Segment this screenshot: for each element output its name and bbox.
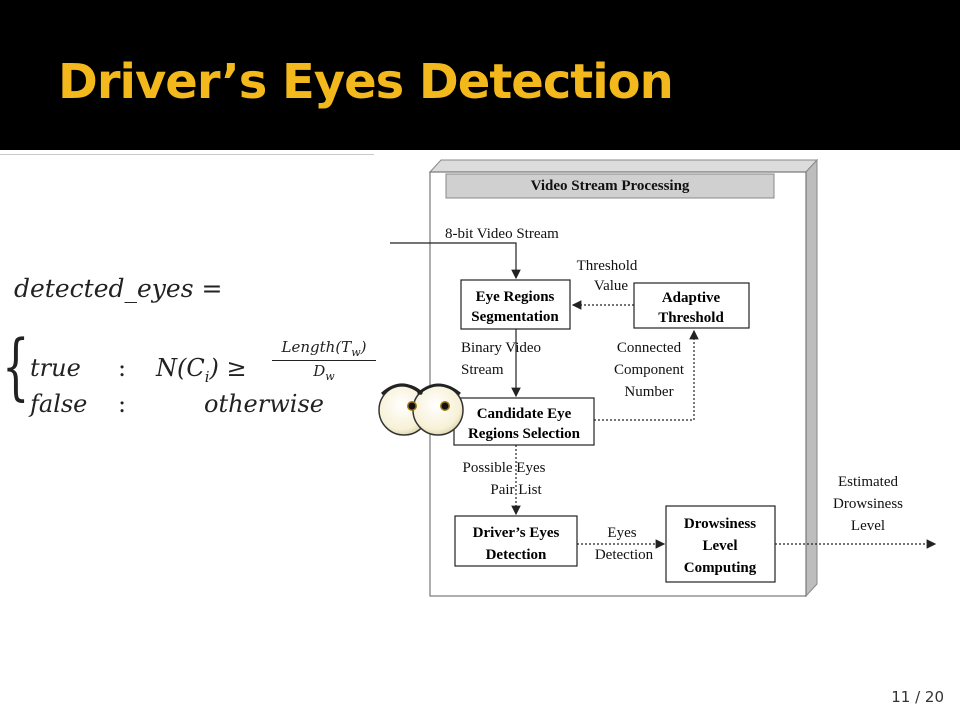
case-false-colon: : xyxy=(118,390,127,418)
title-bar xyxy=(0,0,960,150)
detection-formula: detected_eyes = { true : N(Ci) ≥ Length(… xyxy=(0,260,400,430)
condition-n-c: N(C xyxy=(156,354,205,382)
node-label: Adaptive xyxy=(662,290,721,306)
node-candidate-eye-regions-selection: Candidate Eye Regions Selection xyxy=(453,397,595,446)
edge-label: Value xyxy=(594,278,628,294)
pipeline-diagram: Video Stream Processing 8-bit Video Stre… xyxy=(390,158,937,598)
case-true-colon: : xyxy=(118,354,127,382)
node-label: Detection xyxy=(486,547,547,563)
edge-connected-component-number xyxy=(594,329,699,421)
edge-label: Pair List xyxy=(490,482,542,498)
edge-label: Threshold xyxy=(577,258,638,274)
case-false-condition: otherwise xyxy=(204,390,324,418)
node-label: Eye Regions xyxy=(476,289,555,305)
edge-label: Binary Video xyxy=(461,340,541,356)
fraction-denominator: Dw xyxy=(272,361,376,383)
node-label: Threshold xyxy=(658,310,724,326)
node-drowsiness-level-computing: Drowsiness Level Computing xyxy=(665,505,776,583)
edge-label: Drowsiness xyxy=(833,496,903,512)
numerator-subscript: w xyxy=(351,346,361,359)
case-false-value: false xyxy=(30,390,88,418)
formula-lhs: detected_eyes = xyxy=(14,274,223,303)
slide-title: Driver’s Eyes Detection xyxy=(58,54,674,110)
condition-relation: ) ≥ xyxy=(209,354,247,382)
denominator-text: D xyxy=(313,362,326,380)
input-label: 8-bit Video Stream xyxy=(445,226,559,242)
edge-label: Component xyxy=(614,362,685,378)
formula-fraction: Length(Tw) Dw xyxy=(272,338,376,383)
node-adaptive-threshold: Adaptive Threshold xyxy=(633,282,750,329)
edge-label: Connected xyxy=(617,340,682,356)
edge-label: Eyes xyxy=(607,525,636,541)
edge-label: Estimated xyxy=(838,474,898,490)
node-label: Level xyxy=(703,538,738,554)
condition-subscript: i xyxy=(204,367,210,386)
edge-label: Detection xyxy=(595,547,654,563)
node-label: Regions Selection xyxy=(468,426,581,442)
edge-label: Level xyxy=(851,518,885,534)
node-label: Drowsiness xyxy=(684,516,756,532)
denominator-subscript: w xyxy=(325,370,335,383)
fraction-numerator: Length(Tw) xyxy=(272,338,376,361)
formula-brace: { xyxy=(2,324,30,408)
node-label: Computing xyxy=(684,560,757,576)
numerator-text: Length(T xyxy=(281,338,352,356)
node-drivers-eyes-detection: Driver’s Eyes Detection xyxy=(454,515,578,567)
node-label: Driver’s Eyes xyxy=(473,525,560,541)
node-label: Candidate Eye xyxy=(477,406,572,422)
numerator-close: ) xyxy=(360,338,367,356)
page-number: 11 / 20 xyxy=(891,688,944,706)
divider-line xyxy=(0,154,374,155)
node-label: Segmentation xyxy=(471,309,559,325)
case-true-condition: N(Ci) ≥ xyxy=(156,354,247,386)
node-eye-regions-segmentation: Eye Regions Segmentation xyxy=(460,279,571,330)
panel-header: Video Stream Processing xyxy=(531,178,690,194)
edge-label: Stream xyxy=(461,362,504,378)
edge-label: Number xyxy=(624,384,673,400)
edge-label: Possible Eyes xyxy=(463,460,546,476)
cartoon-eyes-icon xyxy=(378,383,464,436)
input-arrow xyxy=(390,242,521,280)
case-true-value: true xyxy=(30,354,81,382)
